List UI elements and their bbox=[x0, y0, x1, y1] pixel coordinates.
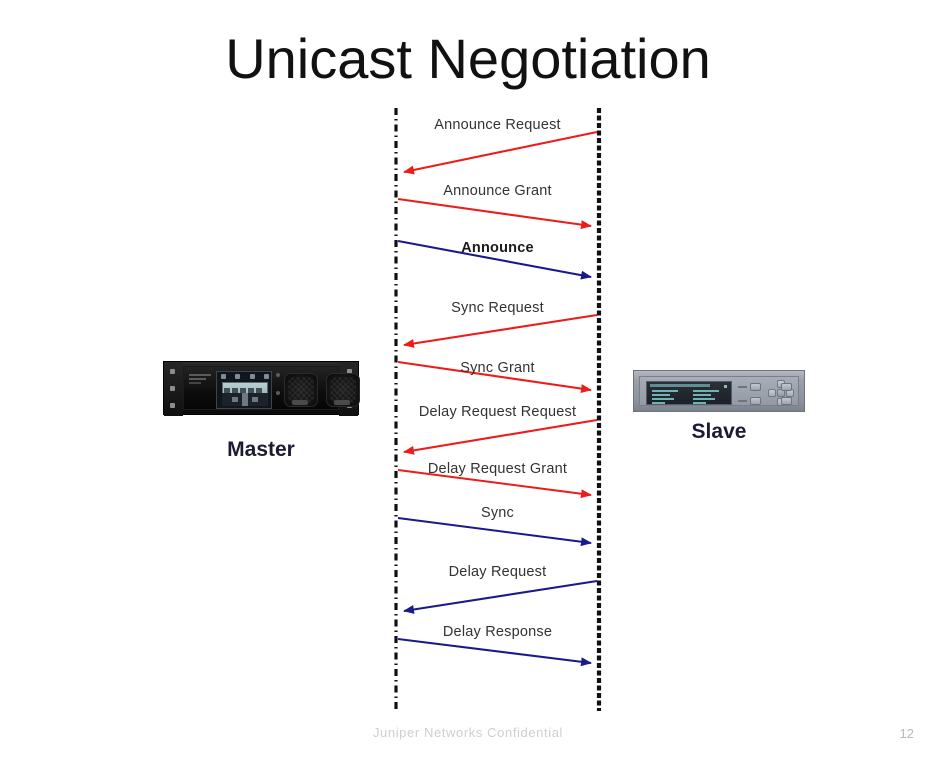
master-status-leds bbox=[221, 374, 269, 380]
slave-device-image bbox=[633, 370, 805, 412]
message-label-sync-grant: Sync Grant bbox=[460, 360, 535, 376]
arrow-delay-request bbox=[403, 579, 598, 614]
arrow-delay-request-grant bbox=[397, 468, 592, 499]
master-port-2 bbox=[334, 400, 350, 405]
message-label-sync-request: Sync Request bbox=[451, 300, 544, 316]
arrow-announce bbox=[397, 239, 592, 280]
message-label-announce-request: Announce Request bbox=[434, 117, 561, 133]
arrow-delay-request-request bbox=[403, 418, 598, 455]
master-device-image bbox=[163, 355, 360, 421]
arrow-delay-response bbox=[397, 637, 592, 667]
message-label-sync: Sync bbox=[480, 505, 515, 521]
slave-label: Slave bbox=[691, 420, 747, 443]
slave-button-3 bbox=[781, 383, 792, 391]
slave-button-4 bbox=[781, 397, 792, 405]
message-label-delay-request-request: Delay Request Request bbox=[418, 404, 577, 420]
master-front-panel bbox=[183, 366, 360, 410]
arrow-sync-grant bbox=[397, 360, 592, 394]
slave-lcd-screen bbox=[646, 381, 732, 405]
master-brand-logo bbox=[189, 374, 211, 390]
footer-page-number: 12 bbox=[899, 726, 914, 741]
message-label-announce: Announce bbox=[461, 240, 534, 256]
footer-confidentiality-notice: Juniper Networks Confidential bbox=[372, 725, 564, 740]
message-label-delay-response: Delay Response bbox=[442, 624, 553, 640]
master-label: Master bbox=[227, 438, 295, 461]
slave-chassis bbox=[633, 370, 805, 412]
slave-front-panel bbox=[639, 376, 799, 406]
slave-button-2 bbox=[750, 397, 761, 405]
master-fan-grille-1 bbox=[284, 373, 318, 407]
page-title: Unicast Negotiation bbox=[225, 27, 711, 90]
arrow-sync-request bbox=[403, 313, 598, 348]
message-label-delay-request-grant: Delay Request Grant bbox=[427, 461, 568, 477]
arrow-sync bbox=[397, 516, 592, 547]
master-port-1 bbox=[292, 400, 308, 405]
slave-button-1 bbox=[750, 383, 761, 391]
message-label-delay-request: Delay Request bbox=[448, 564, 547, 580]
master-lcd-panel bbox=[216, 371, 272, 409]
arrow-announce-request bbox=[403, 130, 598, 175]
master-keypad bbox=[222, 393, 268, 406]
master-chassis bbox=[163, 361, 360, 416]
master-rack-ear-left bbox=[164, 362, 183, 416]
arrow-announce-grant bbox=[397, 197, 592, 230]
message-label-announce-grant: Announce Grant bbox=[443, 183, 552, 199]
